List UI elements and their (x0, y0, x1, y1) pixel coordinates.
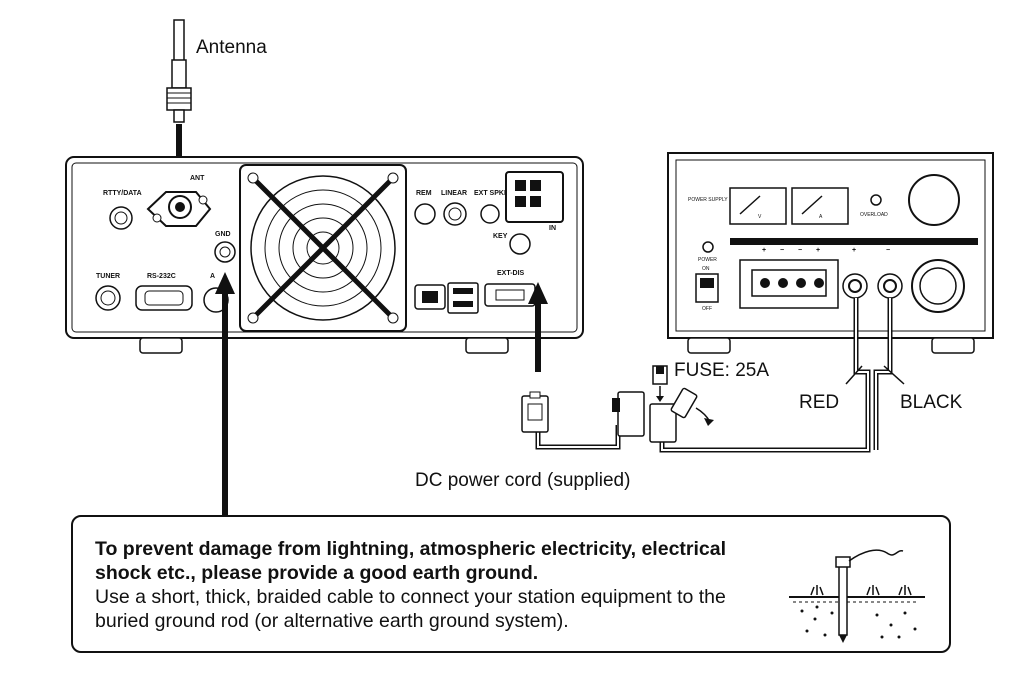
ammeter (791, 187, 849, 225)
note-bold-text: To prevent damage from lightning, atmosp… (95, 538, 727, 584)
black-binding-post (877, 273, 903, 299)
dc-in-label: IN (549, 225, 556, 232)
antenna-label: Antenna (196, 37, 267, 58)
gnd-label: GND (215, 231, 231, 238)
fuse-label: FUSE: 25A (674, 360, 769, 381)
ext-spkr-label: EXT SPKR (474, 190, 509, 197)
transceiver-rear-panel: RTTY/DATA ANT GND TUNER RS-232C A REM LI… (65, 156, 584, 354)
meter-v-label: V (758, 214, 762, 220)
dc-power-cable (521, 298, 893, 453)
on-label: ON (702, 266, 710, 272)
ps-brand-label: POWER SUPPLY (688, 197, 728, 203)
tuner-port (95, 285, 121, 311)
output-minus-label: − (886, 247, 890, 254)
ps-minus-label: − (780, 247, 784, 254)
ant-label: ANT (190, 175, 205, 182)
linear-label: LINEAR (441, 190, 467, 197)
output-plus-label: + (852, 247, 856, 254)
rs232c-port (135, 285, 193, 311)
black-label: BLACK (900, 392, 963, 413)
voltmeter (729, 187, 787, 225)
usb-a-port (447, 282, 479, 314)
grounding-note: To prevent damage from lightning, atmosp… (71, 515, 951, 653)
off-label: OFF (702, 306, 712, 312)
gnd-terminal (214, 241, 236, 263)
dc-cord-label: DC power cord (supplied) (415, 470, 630, 491)
rem-label: REM (416, 190, 432, 197)
ps-plus-label-2: + (816, 247, 820, 254)
acc-label: A (210, 273, 215, 280)
power-label: POWER (698, 257, 717, 263)
meter-a-label: A (819, 214, 823, 220)
dc-plug (521, 395, 549, 433)
fuse-holder-left (617, 391, 645, 437)
overload-label: OVERLOAD (860, 212, 888, 218)
fuse-holder-right (649, 403, 677, 443)
overload-lamp (870, 194, 882, 206)
key-label: KEY (493, 233, 508, 240)
linear-port (443, 202, 467, 226)
note-normal-text: Use a short, thick, braided cable to con… (95, 586, 726, 632)
rs232c-label: RS-232C (147, 273, 176, 280)
note-text: To prevent damage from lightning, atmosp… (95, 537, 785, 633)
voltage-knob (908, 174, 960, 226)
ps-plus-label: + (762, 247, 766, 254)
ext-spkr-port (480, 204, 500, 224)
fuse-cap (670, 387, 698, 419)
power-lamp (702, 241, 714, 253)
rem-port (414, 203, 436, 225)
rtty-data-port (109, 206, 133, 230)
ps-minus-label-2: − (798, 247, 802, 254)
power-supply-front-panel: POWER SUPPLY V A OVERLOAD POWER ON OFF +… (667, 152, 994, 354)
ext-disp-label: EXT-DIS (497, 270, 525, 277)
key-port (509, 233, 531, 255)
ps-stripe (730, 238, 978, 245)
red-label: RED (799, 392, 839, 413)
ext-display-port (484, 283, 536, 307)
rtty-data-label: RTTY/DATA (103, 190, 142, 197)
gnd-arrow (215, 272, 235, 516)
ground-rod-icon (789, 549, 925, 643)
dc-arrow (528, 282, 548, 372)
red-binding-post (842, 273, 868, 299)
antenna-icon (166, 19, 192, 123)
tuner-label: TUNER (96, 273, 120, 280)
